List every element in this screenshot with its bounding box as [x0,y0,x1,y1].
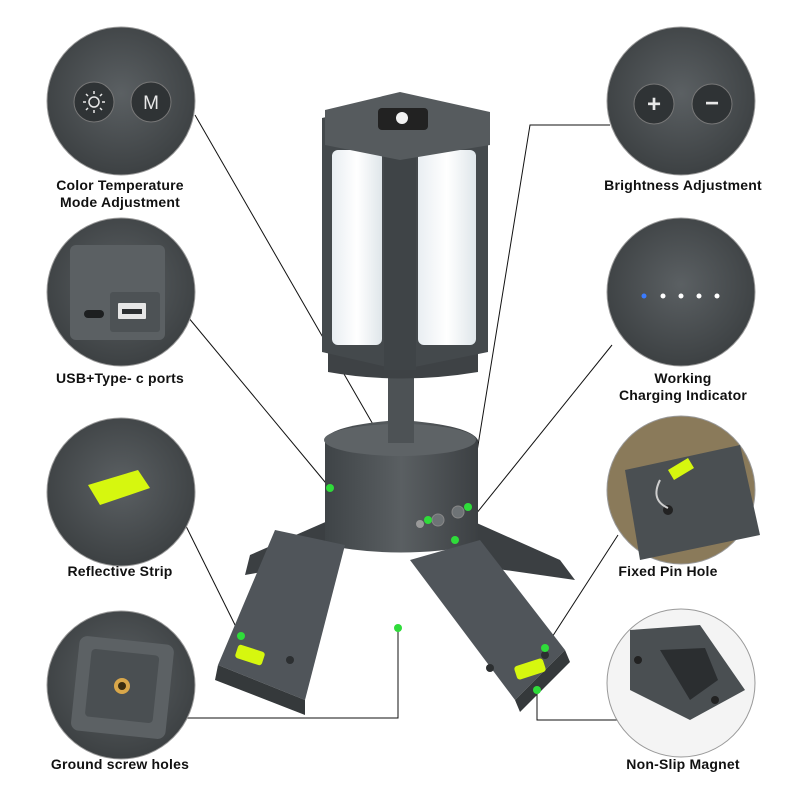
plus-button-icon [633,83,675,125]
led-indicator-icon [641,293,720,299]
minus-symbol: − [705,90,719,117]
label-indicator-line2: Charging Indicator [618,387,748,403]
callout-pin-hole [606,415,760,565]
plus-symbol: + [647,91,661,118]
callout-ground-screw [46,610,196,760]
callout-color-temp: M [46,26,196,176]
callout-brightness: + − [606,26,756,176]
label-reflective: Reflective Strip [67,563,173,579]
label-indicator-line1: Working [654,370,712,386]
label-brightness: Brightness Adjustment [604,177,762,193]
mode-button-icon [130,81,172,123]
label-pin-hole: Fixed Pin Hole [618,563,718,579]
label-usb: USB+Type- c ports [56,370,184,386]
usb-port-icon [70,245,165,340]
callout-indicator [606,217,756,367]
callout-magnet [606,608,756,758]
label-ground-screw: Ground screw holes [50,756,190,772]
callout-reflective [46,417,196,567]
label-magnet: Non-Slip Magnet [626,756,740,772]
mode-letter: M [143,93,159,114]
label-color-temp-line1: Color Temperature [56,177,184,193]
sun-icon [73,81,115,123]
label-color-temp-line2: Mode Adjustment [60,194,180,210]
label-indicator: Working Charging Indicator [583,370,783,404]
minus-button-icon [691,83,733,125]
lantern-product [215,92,575,715]
anchor-dots [237,484,549,694]
screw-hole-icon [71,636,174,739]
magnet-icon [630,625,745,720]
label-color-temp: Color Temperature Mode Adjustment [20,177,220,211]
reflective-strip-icon [88,470,150,505]
callout-usb [46,217,196,367]
pin-hole-icon [625,445,760,560]
